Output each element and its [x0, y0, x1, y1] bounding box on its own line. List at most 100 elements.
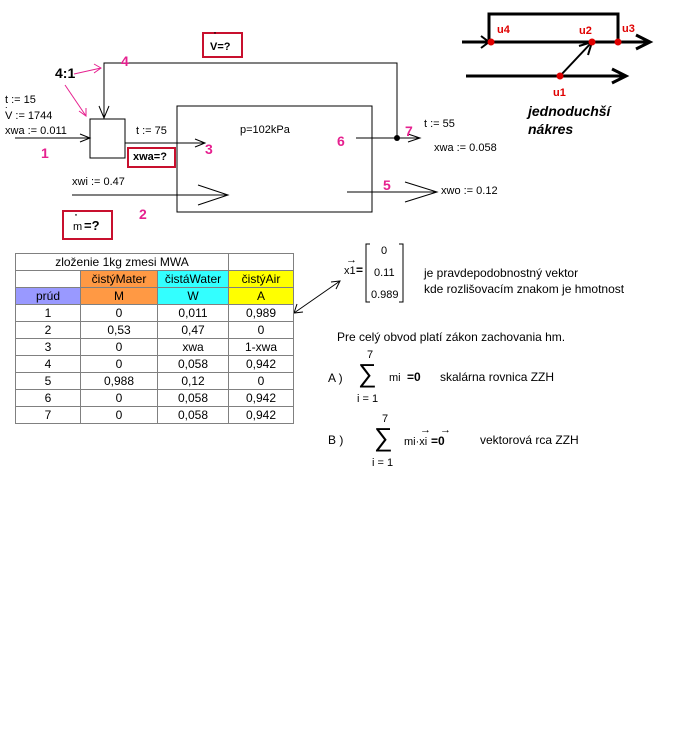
table-cell: 4: [15, 355, 81, 373]
equation-b-result: =0: [431, 434, 445, 448]
material-outlet-water: xwo := 0.12: [441, 185, 498, 197]
equation-b-vector-arrow: →: [420, 424, 431, 436]
vector-value-3: 0.989: [371, 289, 399, 301]
table-cell: 0: [80, 338, 158, 356]
mixer-box: [89, 118, 126, 159]
equation-b-description: vektorová rca ZZH: [480, 433, 579, 447]
stream-number-3: 3: [205, 141, 213, 157]
dryer-pressure: p=102kPa: [240, 124, 290, 136]
table-cell: 0: [80, 389, 158, 407]
equation-a-term: mi: [389, 372, 401, 384]
table-cell: 0,058: [157, 389, 229, 407]
simplified-caption-2: nákres: [528, 121, 574, 137]
table-cell: 1: [15, 304, 81, 322]
table-cell: 0,12: [157, 372, 229, 390]
dryer-box: [176, 105, 373, 213]
recycle-line: [103, 62, 398, 138]
inlet-flow-dot: ˙: [5, 106, 9, 118]
table-cell: 1-xwa: [228, 338, 294, 356]
label-u4: u4: [497, 24, 510, 36]
equation-a-sigma: ∑: [358, 358, 377, 388]
vector-description-1: je pravdepodobnostný vektor: [424, 266, 579, 280]
link-arrow: [293, 280, 341, 314]
vector-equals: =: [356, 263, 364, 277]
stream-number-1: 1: [41, 145, 49, 161]
table-cell: 3: [15, 338, 81, 356]
split-node: [394, 135, 400, 141]
stream-number-5: 5: [383, 177, 391, 193]
col-name-water: čistáWater: [157, 270, 229, 288]
xwa-unknown-box: xwa=?: [127, 147, 176, 168]
col-letter-a: A: [228, 287, 294, 305]
table-cell: 0,47: [157, 321, 229, 339]
table-cell: 0: [80, 304, 158, 322]
equation-a-sum-bottom: i = 1: [357, 393, 379, 405]
stream-number-4: 4: [121, 53, 129, 69]
equation-b-label: B ): [328, 433, 344, 447]
label-u2: u2: [579, 25, 592, 37]
col-name-mater: čistýMater: [80, 270, 158, 288]
table-cell: 0,942: [228, 406, 294, 424]
simplified-caption-1: jednoduchší: [528, 103, 611, 119]
table-cell: 5: [15, 372, 81, 390]
equation-b-zero-arrow: →: [440, 424, 451, 436]
table-title: zloženie 1kg zmesi MWA: [15, 253, 229, 271]
inlet-water-fraction: xwa := 0.011: [5, 125, 67, 137]
table-cell: 0,53: [80, 321, 158, 339]
equation-b-term: mi·xi: [404, 436, 428, 448]
label-u3: u3: [622, 23, 635, 35]
vector-name: x1: [344, 265, 356, 277]
stream-number-7: 7: [405, 123, 413, 139]
col-letter-w: W: [157, 287, 229, 305]
table-cell: 0,011: [157, 304, 229, 322]
table-cell: 7: [15, 406, 81, 424]
table-cell: 0: [80, 355, 158, 373]
table-cell: 6: [15, 389, 81, 407]
equation-b-sigma: ∑: [374, 422, 393, 452]
equation-a-sum-top: 7: [367, 349, 374, 361]
table-cell: 0,989: [228, 304, 294, 322]
label-u1: u1: [553, 87, 566, 99]
table-cell: 0: [80, 406, 158, 424]
outlet-temperature: t := 55: [424, 118, 455, 130]
law-statement: Pre celý obvod platí zákon zachovania hm…: [337, 330, 566, 344]
composition-table: zloženie 1kg zmesi MWA čistýMater čistáW…: [15, 253, 294, 424]
vector-arrow: →: [346, 254, 357, 266]
col-name-air: čistýAir: [228, 270, 294, 288]
stream-number-2: 2: [139, 206, 147, 222]
table-cell: [228, 253, 294, 271]
table-cell: 0,942: [228, 389, 294, 407]
stream-number-6: 6: [337, 133, 345, 149]
vector-description-2: kde rozlišovacím znakom je hmotnost: [424, 282, 625, 296]
equation-a-result: =0: [407, 370, 421, 384]
inlet-volume-flow: V := 1744: [5, 110, 53, 122]
table-cell: 0,942: [228, 355, 294, 373]
mix-temperature: t := 75: [136, 125, 167, 137]
table-cell: 0,058: [157, 406, 229, 424]
table-cell: [15, 270, 81, 288]
simplified-diagram: [462, 12, 654, 85]
table-cell: 0: [228, 321, 294, 339]
outlet-water-fraction: xwa := 0.058: [434, 142, 497, 154]
table-cell: 0: [228, 372, 294, 390]
equation-b-sum-bottom: i = 1: [372, 457, 394, 469]
equation-b-sum-top: 7: [382, 413, 389, 425]
table-cell: 2: [15, 321, 81, 339]
col-letter-m: M: [80, 287, 158, 305]
table-cell: 0,058: [157, 355, 229, 373]
table-cell: xwa: [157, 338, 229, 356]
table-cell: 0,988: [80, 372, 158, 390]
recycle-ratio: 4:1: [55, 65, 76, 81]
equation-a-label: A ): [328, 371, 343, 385]
equation-a-description: skalárna rovnica ZZH: [440, 370, 555, 384]
inlet-temperature: t := 15: [5, 94, 36, 106]
